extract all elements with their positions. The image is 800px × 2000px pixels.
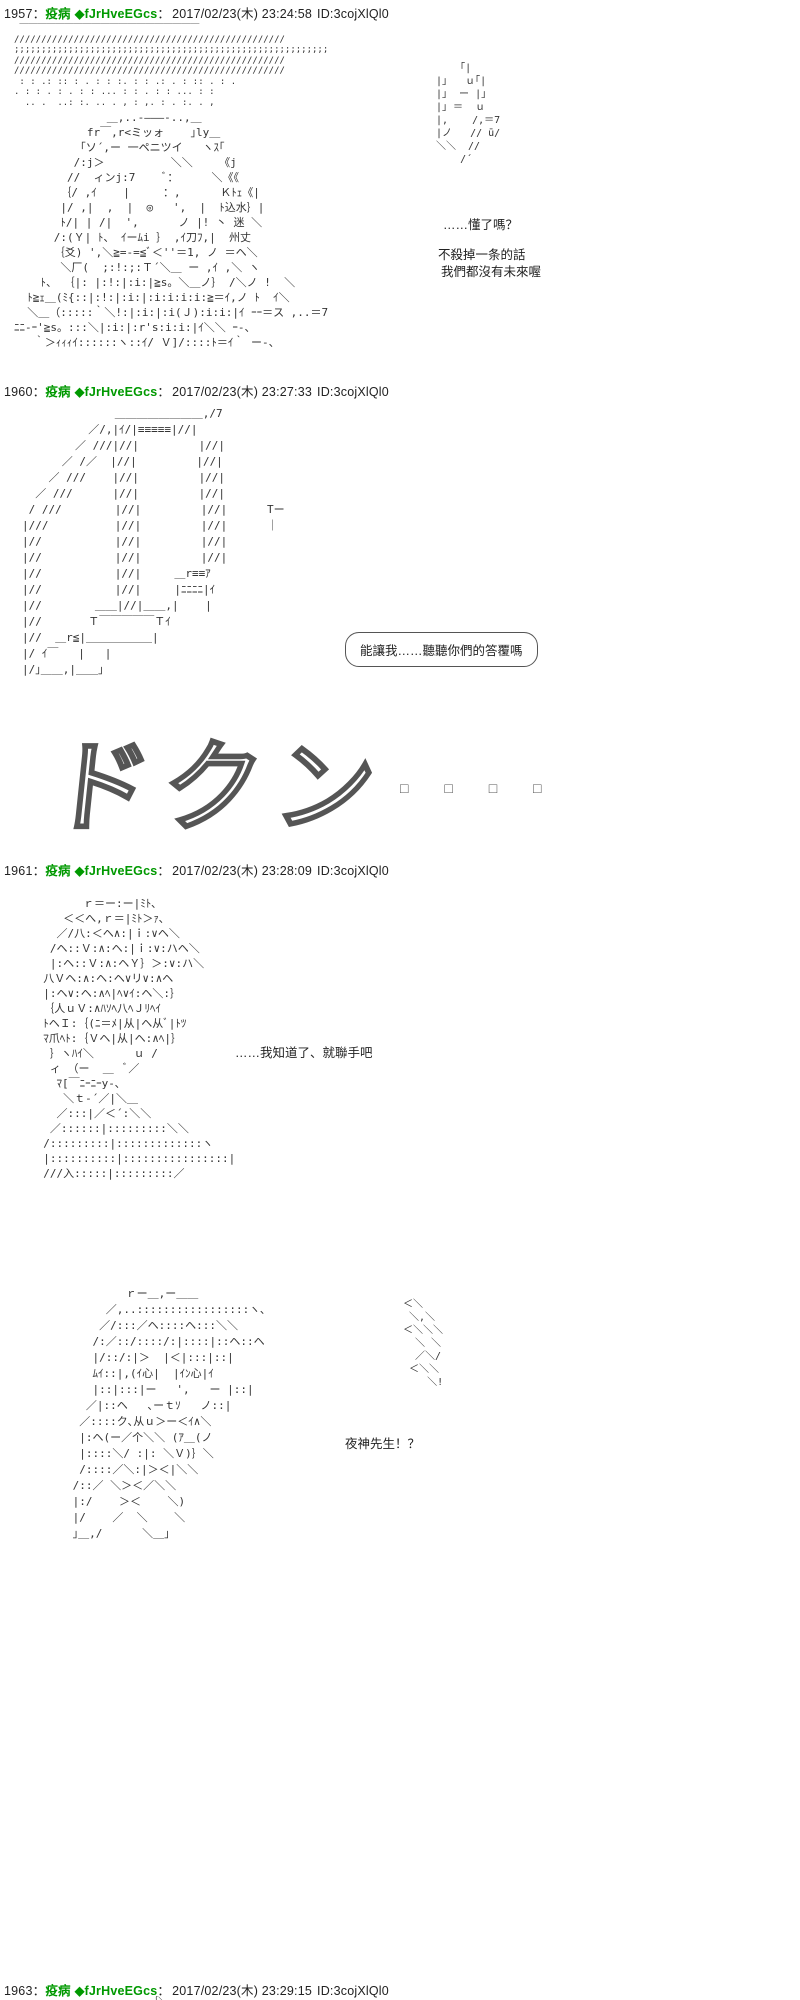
header-separator: ：	[157, 1984, 171, 1998]
ascii-art-character: ｒ＝ー:ー|ﾐﾄ､ ＜＜へ,ｒ＝|ﾐﾄ＞ｧ､ ／/八:＜ヘ∧:|ｉ:∨ヘ＼ /ヘ…	[43, 897, 236, 1180]
post-datetime: 2017/02/23(木) 23:27:33	[172, 385, 313, 399]
header-separator: ：	[32, 385, 46, 399]
post-number: 1960	[4, 385, 33, 399]
speech-bubble: 能讓我……聽聽你們的答覆嗎	[345, 632, 538, 667]
post-number: 1961	[4, 864, 33, 878]
post-datetime: 2017/02/23(木) 23:28:09	[172, 864, 313, 878]
poster-name: 疫病	[45, 385, 71, 399]
post-id: ID:3cojXlQl0	[317, 864, 389, 878]
dialogue-text: 夜神先生！？	[345, 1437, 421, 1451]
post-header: 1961：疫病◆fJrHveEGcs：2017/02/23(木) 23:28:0…	[4, 860, 389, 879]
poster-tripcode: ◆fJrHveEGcs	[74, 864, 158, 878]
post-number: 1963	[4, 1984, 33, 1998]
poster-tripcode: ◆fJrHveEGcs	[74, 1984, 158, 1998]
header-separator: ：	[32, 1984, 46, 1998]
post-header: 1963：疫病◆fJrHveEGcs：2017/02/23(木) 23:29:1…	[4, 1980, 389, 1999]
ascii-art-character: ｛＼,＿,..-―-､＿ ／:::::ヽ:::::::::::::::::	[130, 1996, 295, 2000]
sfx-heartbeat-text: ドクン	[44, 728, 395, 848]
dialogue-text: ……我知道了、就聯手吧	[235, 1046, 373, 1060]
post-datetime: 2017/02/23(木) 23:29:15	[172, 1984, 313, 1998]
header-separator: ：	[157, 864, 171, 878]
header-separator: ：	[157, 385, 171, 399]
poster-name: 疫病	[45, 1984, 71, 1998]
ascii-art-door: ＿＿＿＿＿＿＿＿,/7 ／/,|ｲ/|≡≡≡≡≡|//| ／ ///|//| |…	[22, 407, 285, 676]
ascii-art-character: ＿,..-―――-..,＿ fr￣,r<ミッォ ｣ly＿ ｢ソ´,ー 一ペニツイ…	[14, 111, 329, 349]
post-datetime: 2017/02/23(木) 23:24:58	[172, 7, 313, 21]
poster-tripcode: ◆fJrHveEGcs	[74, 385, 158, 399]
dialogue-text: 我們都沒有未來喔	[441, 265, 542, 279]
poster-name: 疫病	[45, 864, 71, 878]
header-separator: ：	[32, 7, 46, 21]
ascii-art-background: ￣￣￣￣￣￣￣￣￣￣￣￣￣￣￣￣￣￣￣￣ ///////////////////…	[14, 24, 329, 108]
post-id: ID:3cojXlQl0	[317, 7, 389, 21]
ascii-art-character: ｒー＿,ー＿＿ ／,..:::::::::::::::::ヽ､ ／/:::／ヘ:…	[72, 1287, 266, 1540]
sfx-dots: □ □ □ □	[400, 780, 558, 796]
post-header: 1957：疫病◆fJrHveEGcs：2017/02/23(木) 23:24:5…	[4, 3, 389, 22]
post-id: ID:3cojXlQl0	[317, 1984, 389, 1998]
ascii-art-hand: ｢| |｣ ｕ｢| |｣ ー |｣ |｣ ＝ ｕ |, /,＝7 |ノ // ū…	[436, 63, 501, 165]
header-separator: ：	[157, 7, 171, 21]
dialogue-text: ……懂了嗎？	[443, 218, 519, 232]
post-header: 1960：疫病◆fJrHveEGcs：2017/02/23(木) 23:27:3…	[4, 381, 389, 400]
post-number: 1957	[4, 7, 33, 21]
poster-tripcode: ◆fJrHveEGcs	[74, 7, 158, 21]
header-separator: ：	[32, 864, 46, 878]
ascii-art-flash: ＜＼ ＼,＼ ＜＼＼＼ ＼ ＼ ／＼/ ＜＼＼ ＼!	[403, 1299, 444, 1388]
dialogue-text: 不殺掉一条的話	[438, 248, 526, 262]
poster-name: 疫病	[45, 7, 71, 21]
post-id: ID:3cojXlQl0	[317, 385, 389, 399]
